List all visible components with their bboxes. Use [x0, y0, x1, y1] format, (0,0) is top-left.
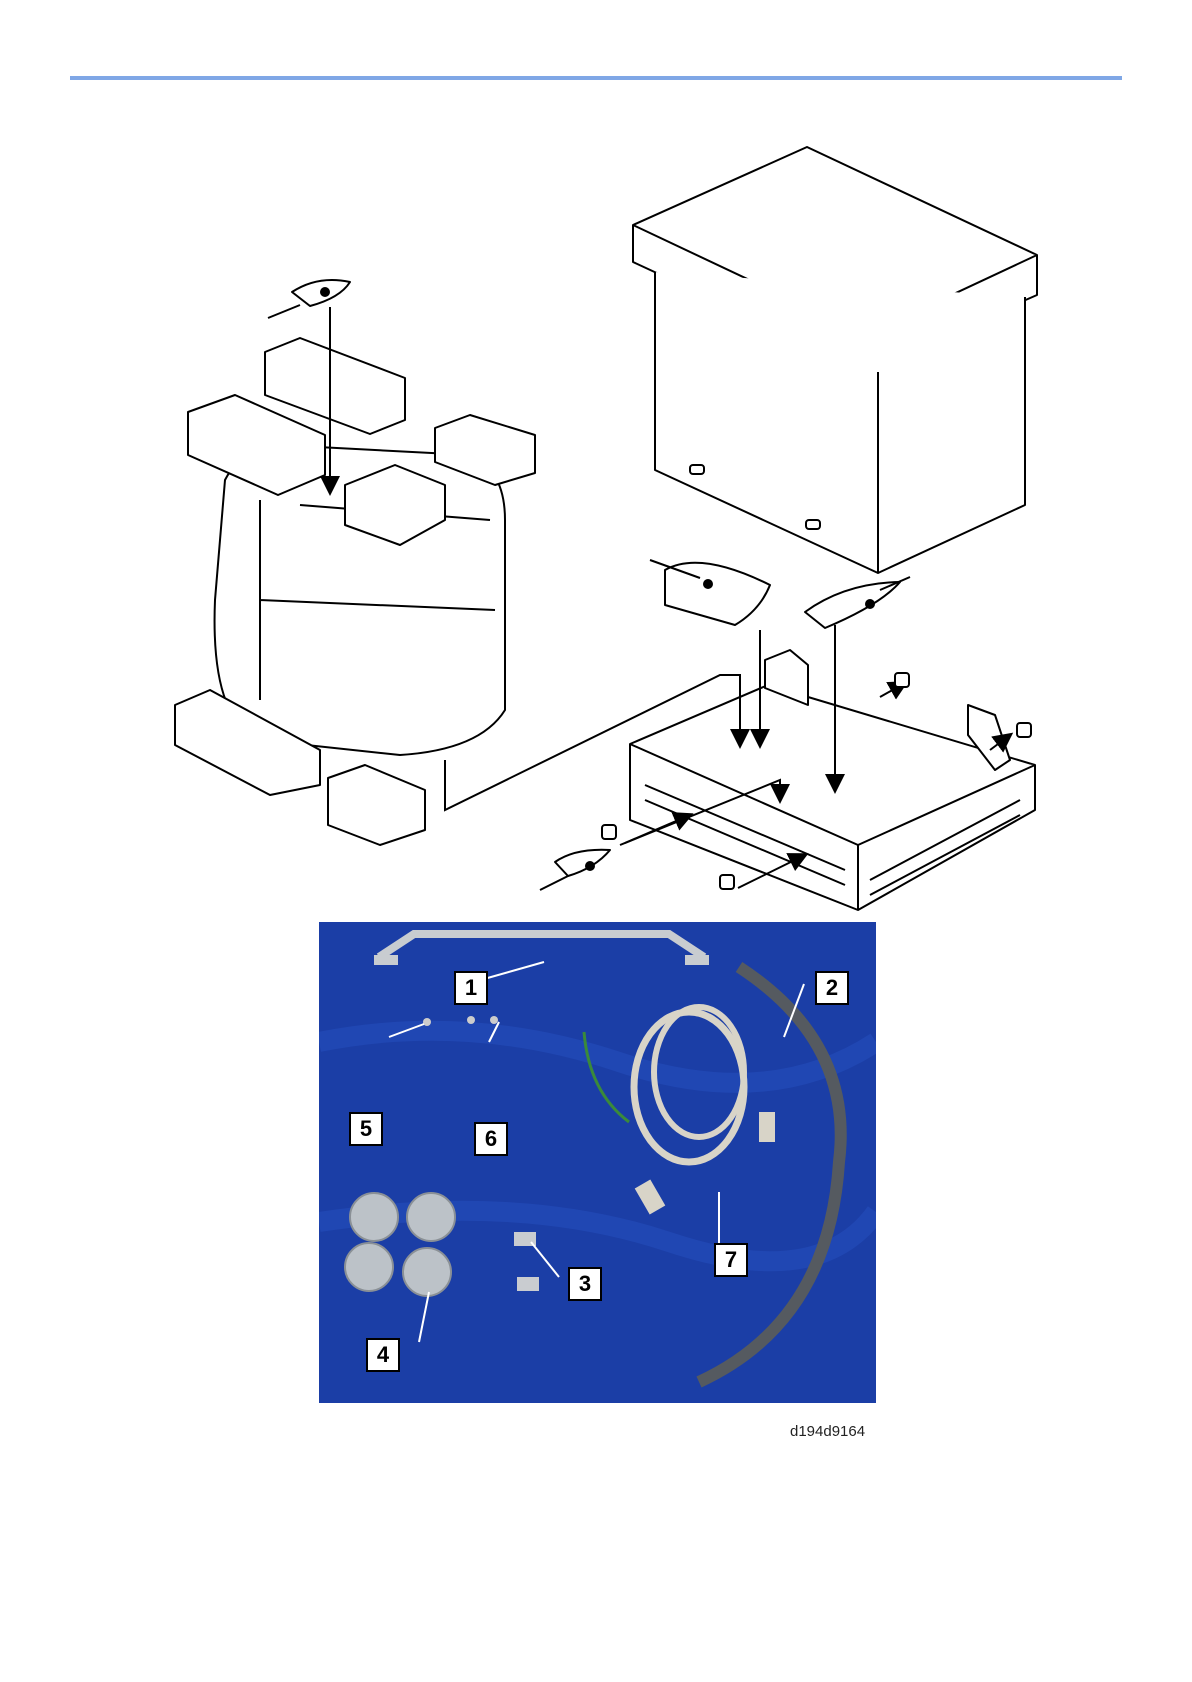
callout-6: 6 [474, 1122, 508, 1156]
cushion-medium [805, 582, 900, 628]
hole-plug [1017, 723, 1031, 737]
hole-plug [895, 673, 909, 687]
callout-2: 2 [815, 971, 849, 1005]
callout-7: 7 [714, 1243, 748, 1277]
callout-1: 1 [454, 971, 488, 1005]
cushion-bottom [555, 850, 610, 876]
accessories-photo [319, 922, 876, 1403]
callout-5: 5 [349, 1112, 383, 1146]
figure-id: d194d9164 [790, 1423, 865, 1440]
callout-4: 4 [366, 1338, 400, 1372]
foam-block-6 [328, 765, 425, 845]
box-body [655, 272, 1025, 573]
callout-3: 3 [568, 1267, 602, 1301]
header-rule [70, 76, 1122, 80]
cap-part [350, 1193, 398, 1241]
hole-plug [720, 875, 734, 889]
hole-plug [602, 825, 616, 839]
packing-diagram [0, 130, 1192, 920]
